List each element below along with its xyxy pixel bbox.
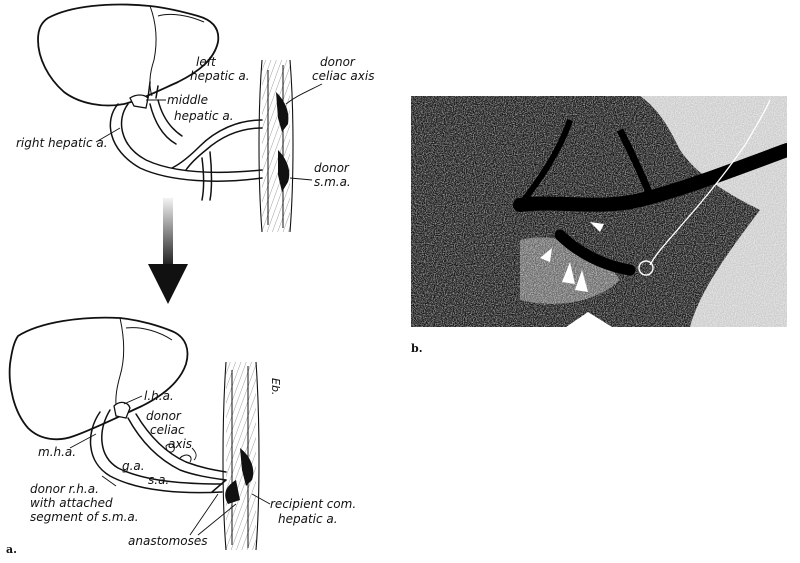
svg-text:segment of s.m.a.: segment of s.m.a.: [30, 510, 139, 524]
label-middle-hepatic: middle hepatic a.: [146, 93, 234, 123]
svg-text:donor r.h.a.: donor r.h.a.: [30, 482, 99, 496]
label-anastomoses: anastomoses: [128, 534, 208, 548]
panel-a-marker: a.: [6, 543, 17, 556]
label-mha: m.h.a.: [38, 445, 76, 459]
donor-gallbladder: [129, 94, 149, 109]
label-right-hepatic: right hepatic a.: [16, 136, 108, 150]
label-ga: g.a.: [122, 459, 145, 473]
svg-text:donor: donor: [320, 55, 356, 69]
label-lha: l.h.a.: [144, 389, 174, 403]
donor-hepatic-arteries: [109, 81, 263, 201]
label-sa: s.a.: [148, 473, 169, 487]
svg-text:hepatic a.: hepatic a.: [174, 109, 234, 123]
label-left-hepatic: left hepatic a.: [190, 55, 250, 83]
label-donor-rha: donor r.h.a. with attached segment of s.…: [30, 475, 139, 524]
recipient-aorta: [222, 361, 260, 551]
svg-text:axis: axis: [168, 437, 192, 451]
svg-text:hepatic a.: hepatic a.: [190, 69, 250, 83]
artist-signature: Eb.: [269, 378, 282, 395]
svg-text:celiac: celiac: [150, 423, 185, 437]
svg-text:celiac axis: celiac axis: [312, 69, 374, 83]
transition-arrow: [148, 198, 188, 304]
label-donor-celiac: donor celiac axis: [285, 55, 374, 105]
donor-anatomy-drawing: left hepatic a. middle hepatic a. right …: [16, 3, 374, 233]
svg-text:middle: middle: [167, 93, 208, 107]
angiogram-image: [411, 96, 787, 327]
svg-text:donor: donor: [314, 161, 350, 175]
panel-b-marker: b.: [411, 342, 423, 355]
recipient-hepatic-arteries: [89, 409, 227, 494]
svg-text:donor: donor: [146, 409, 182, 423]
donor-aorta: [258, 59, 294, 233]
label-recipient-hepatic: recipient com. hepatic a.: [251, 493, 356, 526]
recipient-liver: [8, 316, 189, 441]
label-donor-sma: donor s.m.a.: [289, 161, 351, 189]
svg-text:hepatic a.: hepatic a.: [278, 512, 338, 526]
recipient-gallbladder: [113, 401, 131, 419]
svg-text:with attached: with attached: [30, 496, 113, 510]
label-donor-celiac-axis: donor celiac axis: [146, 409, 197, 461]
donor-liver: [37, 3, 220, 107]
svg-text:s.m.a.: s.m.a.: [314, 175, 351, 189]
svg-text:left: left: [196, 55, 217, 69]
svg-text:recipient com.: recipient com.: [270, 497, 356, 511]
recipient-anatomy-drawing: Eb. l.h.a. m.h.a. donor celiac axis g.a.…: [8, 316, 356, 551]
